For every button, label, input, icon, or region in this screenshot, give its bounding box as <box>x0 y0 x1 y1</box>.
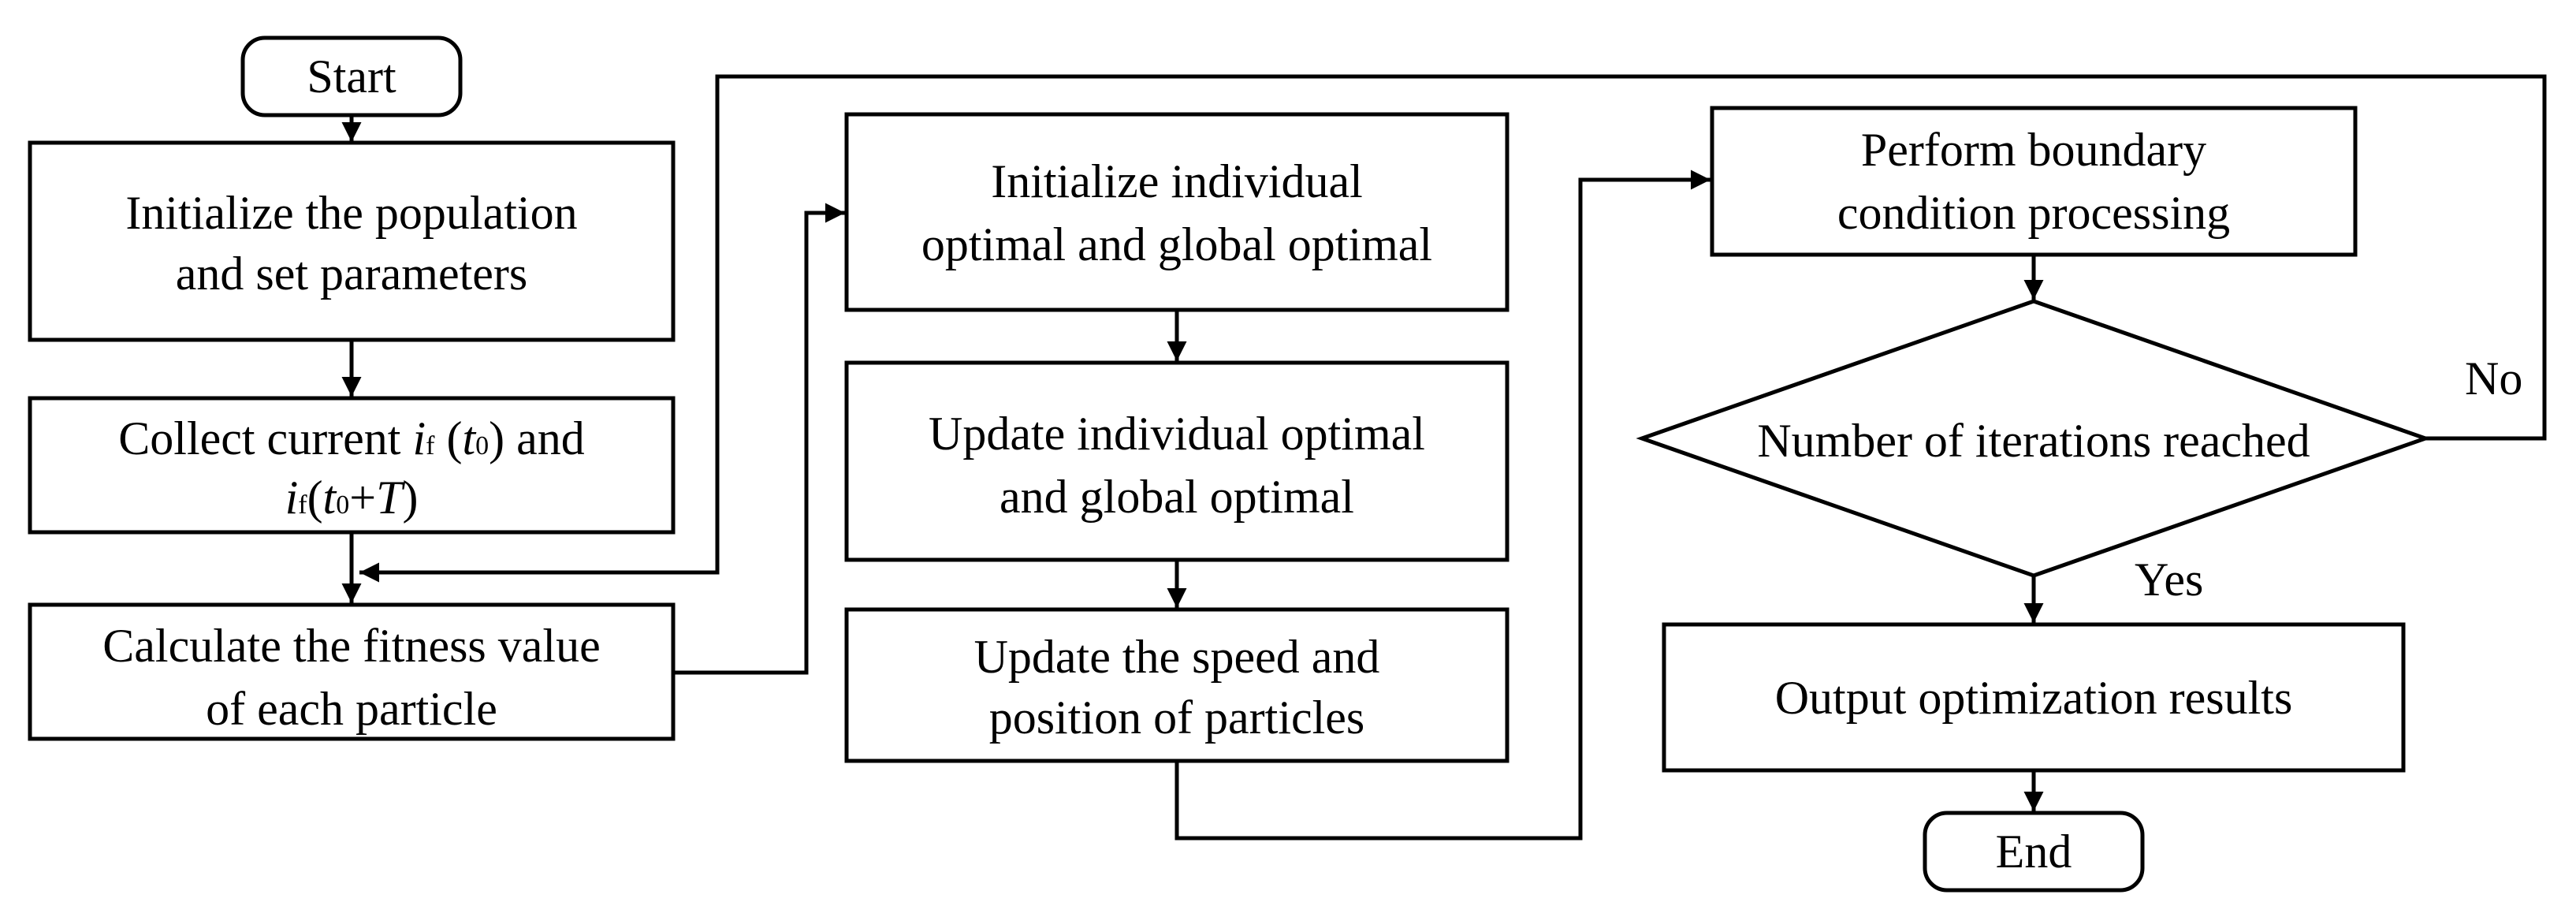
init-optimal-line1: Initialize individual <box>991 155 1363 207</box>
init-optimal-line2: optimal and global optimal <box>921 218 1432 270</box>
no-label: No <box>2465 352 2522 404</box>
update-speed-line1: Update the speed and <box>974 631 1380 683</box>
end-label: End <box>1996 826 2072 878</box>
arrow-update-speed-to-boundary <box>1174 170 1711 841</box>
collect-current-line2: if(t0+T) <box>285 472 419 524</box>
collect-current-box: Collect current if (t0) and if(t0+T) <box>28 396 676 535</box>
boundary-line2: condition processing <box>1837 187 2230 239</box>
arrow-no-loop-to-calc <box>359 74 2547 583</box>
boundary-box: Perform boundary condition processing <box>1710 106 2358 257</box>
update-optimal-line2: and global optimal <box>1000 471 1354 523</box>
end-terminal: End <box>1923 811 2145 893</box>
update-optimal-box: Update individual optimal and global opt… <box>844 360 1509 562</box>
output-box: Output optimization results <box>1662 622 2406 773</box>
calc-fitness-box: Calculate the fitness value of each part… <box>28 602 676 741</box>
update-speed-box: Update the speed and position of particl… <box>844 607 1509 763</box>
boundary-line1: Perform boundary <box>1861 124 2206 176</box>
calc-fitness-line1: Calculate the fitness value <box>102 620 600 672</box>
init-population-line2: and set parameters <box>176 248 527 300</box>
decision-label: Number of iterations reached <box>1757 415 2310 467</box>
init-population-line1: Initialize the population <box>125 187 577 239</box>
init-optimal-box: Initialize individual optimal and global… <box>844 112 1509 312</box>
decision-diamond: Number of iterations reached <box>1636 299 2432 578</box>
update-speed-line2: position of particles <box>989 691 1365 744</box>
init-population-box: Initialize the population and set parame… <box>28 140 676 342</box>
output-label: Output optimization results <box>1775 672 2293 724</box>
update-optimal-line1: Update individual optimal <box>929 408 1425 460</box>
calc-fitness-line2: of each particle <box>206 683 497 735</box>
arrow-calc-to-init-optimal <box>673 203 845 675</box>
yes-label: Yes <box>2135 554 2203 606</box>
collect-current-line1: Collect current if (t0) and <box>118 412 584 464</box>
start-terminal: Start <box>240 35 463 117</box>
start-label: Start <box>307 50 396 103</box>
